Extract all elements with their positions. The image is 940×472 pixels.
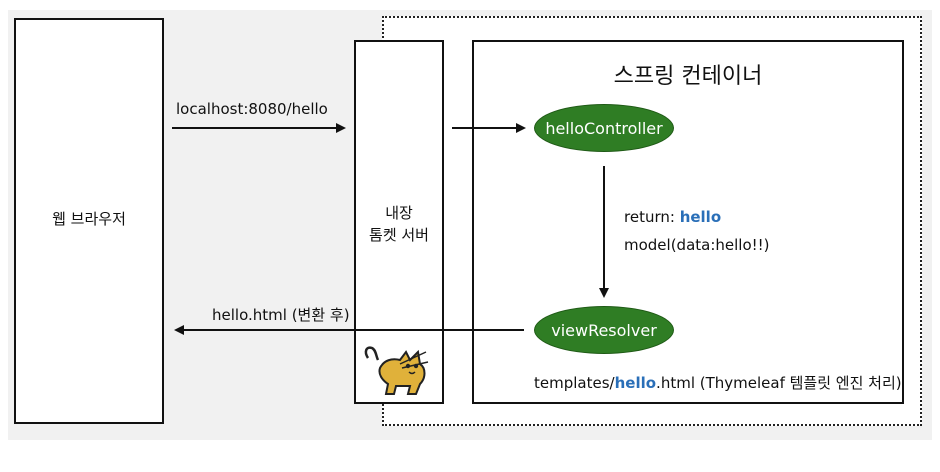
view-resolver-node: viewResolver — [534, 306, 674, 354]
controller-return-label: return: hello — [624, 208, 721, 226]
return-value: hello — [679, 208, 722, 226]
return-prefix: return: — [624, 208, 680, 226]
template-label: templates/hello.html (Thymeleaf 템플릿 엔진 처… — [534, 372, 902, 393]
template-prefix: templates/ — [534, 374, 615, 392]
web-browser-box — [14, 18, 164, 424]
request-url-label: localhost:8080/hello — [176, 100, 328, 118]
template-suffix: .html (Thymeleaf 템플릿 엔진 처리) — [656, 374, 902, 392]
tomcat-server-box — [354, 40, 444, 404]
template-name: hello — [614, 374, 657, 392]
spring-container-title: 스프링 컨테이너 — [613, 64, 763, 89]
tomcat-server-label-line1: 내장 — [385, 204, 413, 222]
tomcat-server-label-line2: 톰켓 서버 — [369, 226, 429, 244]
hello-controller-node: helloController — [534, 104, 674, 152]
spring-container-box — [472, 40, 904, 404]
tomcat-icon — [364, 346, 429, 395]
response-label: hello.html (변환 후) — [212, 306, 350, 324]
controller-model-label: model(data:hello!!) — [624, 236, 770, 254]
web-browser-label: 웹 브라우저 — [52, 210, 126, 228]
